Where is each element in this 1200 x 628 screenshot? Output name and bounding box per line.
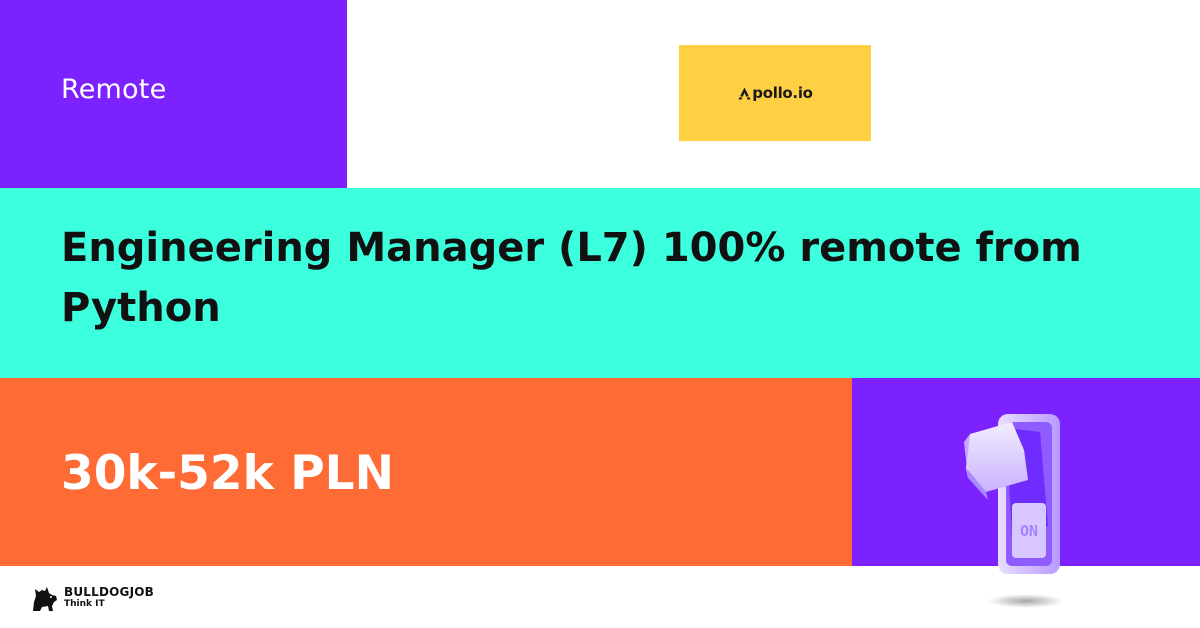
job-title: Engineering Manager (L7) 100% remote fro…	[61, 225, 1082, 331]
salary-band: 30k-52k PLN	[0, 378, 852, 566]
company-logo-text: pollo.io	[752, 84, 813, 102]
bulldog-icon	[33, 587, 57, 611]
salary-range: 30k-52k PLN	[61, 446, 394, 501]
brand-name: BULLDOGJOB	[64, 585, 155, 599]
toggle-switch-icon: ON	[964, 414, 1064, 608]
location-panel: Remote	[0, 0, 347, 188]
location-label: Remote	[61, 74, 167, 105]
apollo-logo-icon	[738, 87, 751, 99]
brand-tagline: Think IT	[64, 599, 105, 609]
svg-text:ON: ON	[1020, 522, 1038, 540]
title-band: Engineering Manager (L7) 100% remote fro…	[0, 188, 1200, 378]
company-logo-wordmark: pollo.io	[737, 84, 813, 102]
company-logo: pollo.io	[679, 45, 871, 141]
switch-on-label: ON	[1020, 522, 1038, 540]
brand-footer: BULLDOGJOB Think IT	[30, 584, 154, 612]
